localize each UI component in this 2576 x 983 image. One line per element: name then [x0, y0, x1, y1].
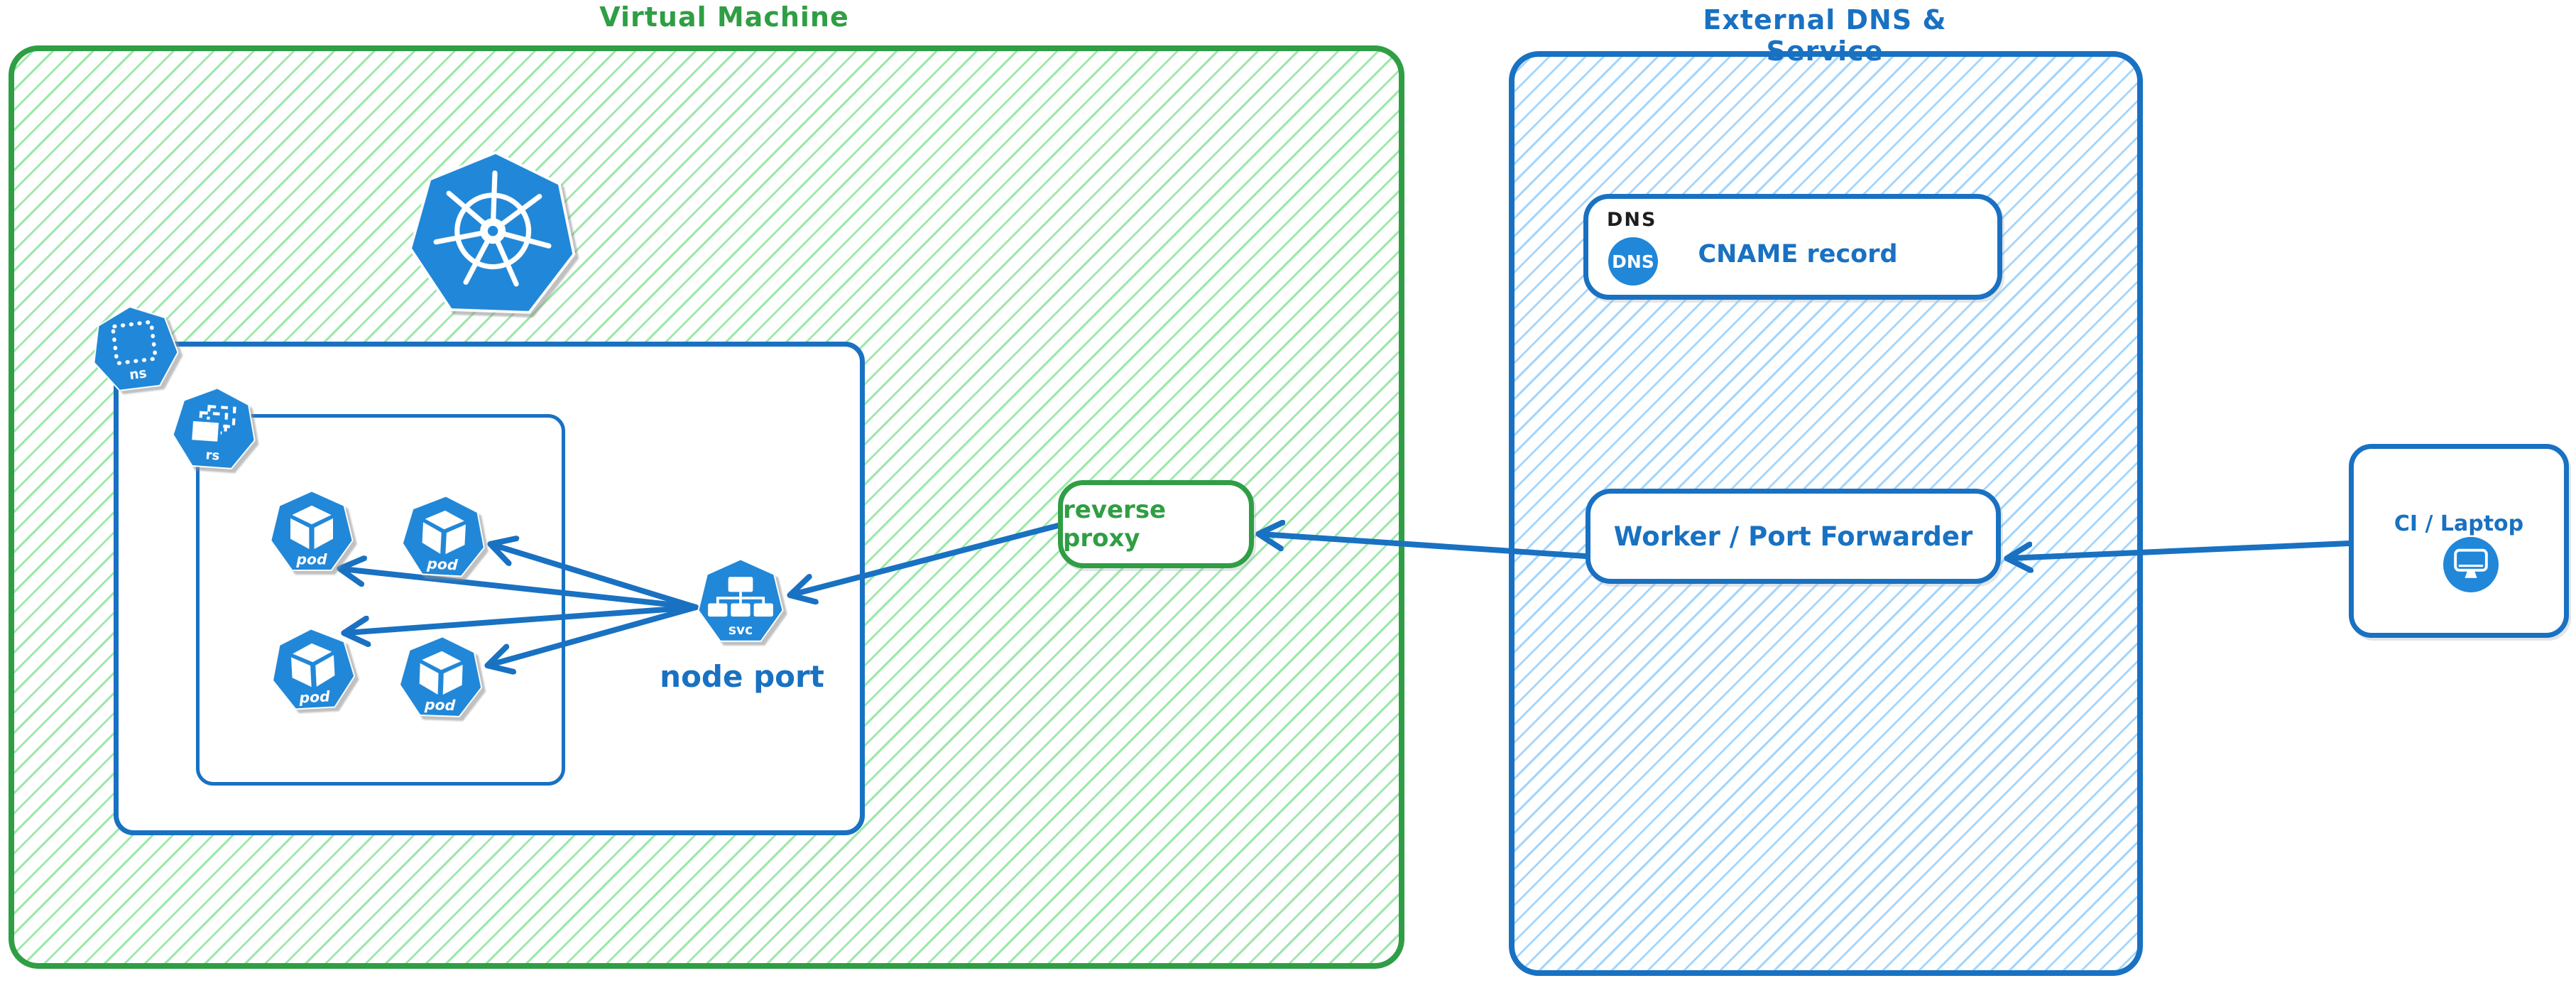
reverse-proxy-box: reverse proxy [1058, 480, 1254, 568]
pod-icon: pod [269, 489, 354, 575]
pod-icon: pod [397, 634, 485, 722]
replicaset-icon: rs [169, 384, 260, 474]
kubernetes-logo-icon [405, 146, 581, 322]
dns-card: DNS DNS CNAME record [1583, 194, 2002, 300]
pod-icon-label: pod [424, 696, 456, 715]
virtual-machine-title: Virtual Machine [599, 1, 849, 33]
external-dns-service-title: External DNS & Service [1703, 4, 1947, 67]
worker-port-forwarder-label: Worker / Port Forwarder [1613, 521, 1973, 552]
replicaset-icon-label: rs [205, 447, 220, 463]
dns-card-tag: DNS [1607, 209, 1657, 231]
namespace-icon: ns [86, 300, 184, 398]
pod-icon: pod [268, 625, 358, 715]
laptop-monitor-icon [2443, 537, 2499, 592]
service-icon: svc [697, 558, 785, 646]
pod-icon: pod [399, 492, 489, 582]
node-port-label: node port [660, 659, 824, 694]
service-icon-label: svc [728, 623, 753, 638]
cname-record-label: CNAME record [1698, 240, 1898, 268]
reverse-proxy-label: reverse proxy [1063, 496, 1167, 553]
pod-icon-label: pod [298, 688, 331, 706]
worker-port-forwarder-box: Worker / Port Forwarder [1586, 489, 2001, 584]
dns-icon: DNS [1608, 237, 1658, 286]
pod-icon-label: pod [295, 551, 327, 568]
ci-laptop-label: CI / Laptop [2394, 511, 2524, 536]
pod-icon-label: pod [426, 555, 459, 573]
ci-laptop-box: CI / Laptop [2349, 444, 2569, 638]
namespace-icon-label: ns [129, 366, 148, 383]
